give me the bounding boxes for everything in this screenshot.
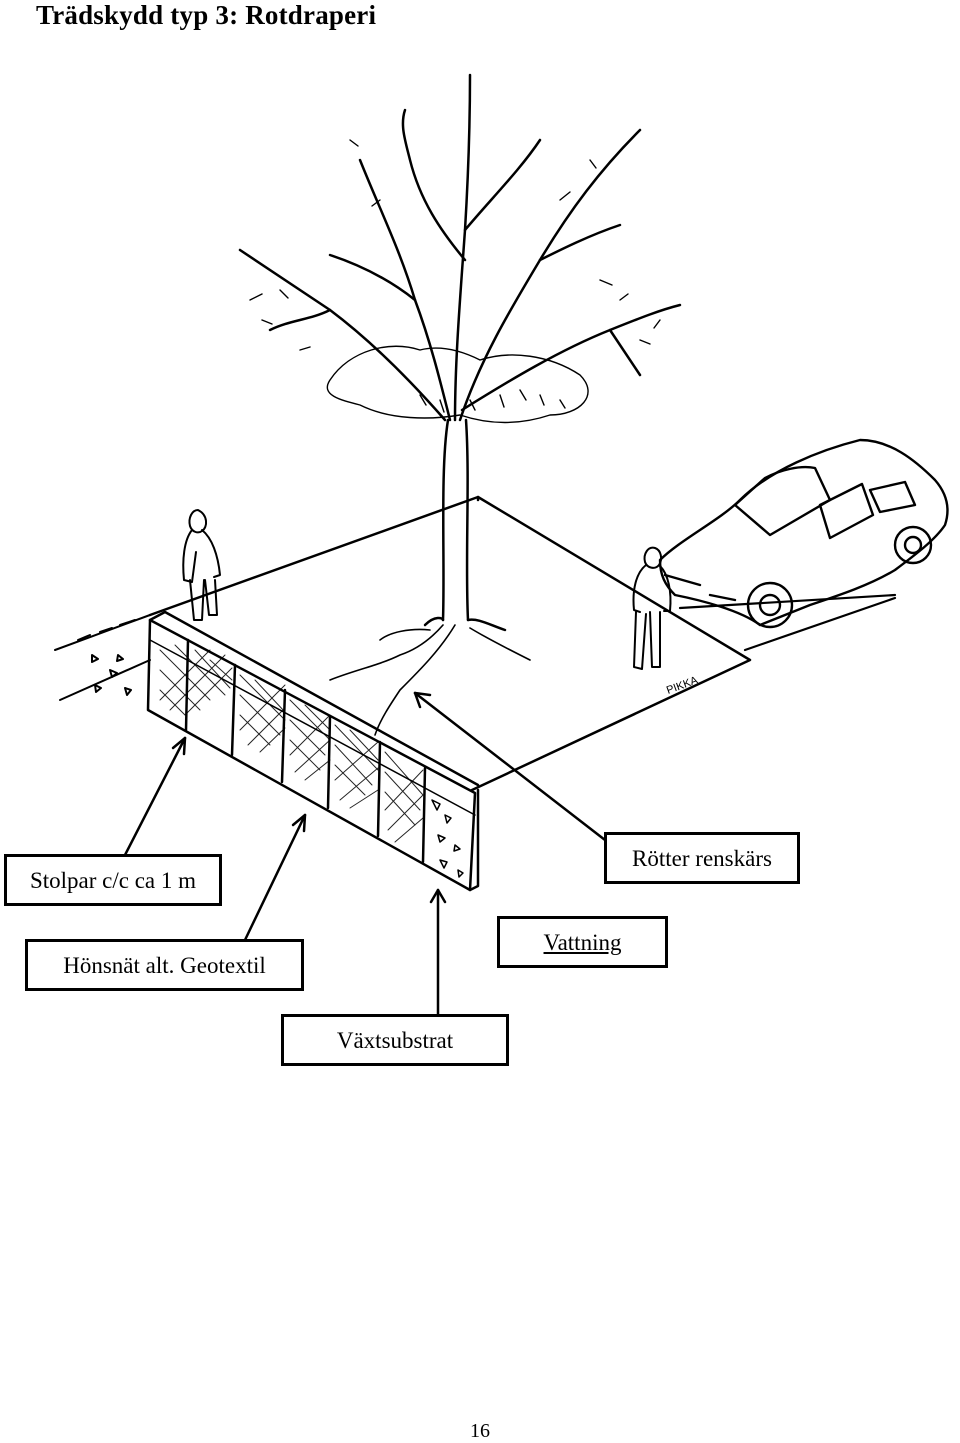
page-number: 16 xyxy=(470,1420,490,1442)
parked-car xyxy=(658,438,949,629)
label-roots-text: Rötter renskärs xyxy=(632,845,772,871)
arrow-roots xyxy=(413,691,607,842)
label-watering-text: Vattning xyxy=(543,929,622,955)
foliage xyxy=(249,139,661,424)
label-substrate-text: Växtsubstrat xyxy=(336,1027,454,1053)
mesh-netting xyxy=(159,644,424,843)
substrate-texture xyxy=(431,799,464,878)
label-substrate: Växtsubstrat xyxy=(281,1014,509,1066)
roots xyxy=(329,624,531,736)
page-title: Trädskydd typ 3: Rotdraperi xyxy=(36,0,377,30)
label-watering: Vattning xyxy=(497,916,668,968)
callout-arrows xyxy=(123,691,607,1017)
root-curtain-wall xyxy=(146,610,480,892)
artist-signature: PIKKA xyxy=(665,674,700,697)
label-posts: Stolpar c/c ca 1 m xyxy=(4,854,222,906)
ground-plane xyxy=(148,495,752,792)
sidewalk xyxy=(54,614,151,701)
label-posts-text: Stolpar c/c ca 1 m xyxy=(29,867,197,893)
label-roots: Rötter renskärs xyxy=(604,832,800,884)
arrow-mesh xyxy=(243,813,307,942)
label-mesh: Hönsnät alt. Geotextil xyxy=(25,939,304,991)
pedestrian-left xyxy=(182,509,221,621)
label-mesh-text: Hönsnät alt. Geotextil xyxy=(63,952,266,978)
arrow-posts xyxy=(123,736,187,857)
tree xyxy=(238,73,682,632)
